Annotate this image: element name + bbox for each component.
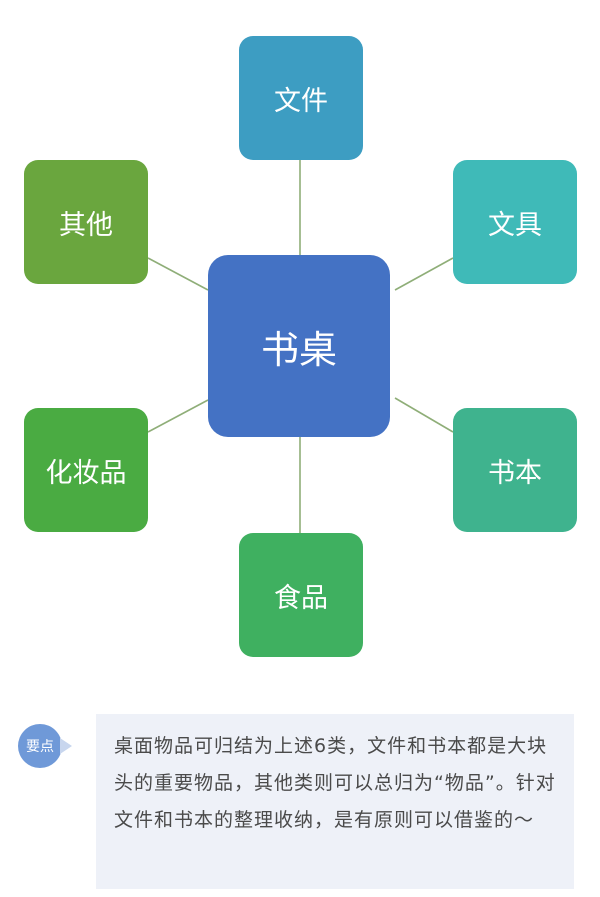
key-point-note: 桌面物品可归结为上述6类，文件和书本都是大块头的重要物品，其他类则可以总归为“物…	[96, 714, 574, 889]
node-books: 书本	[453, 408, 577, 532]
key-point-text: 桌面物品可归结为上述6类，文件和书本都是大块头的重要物品，其他类则可以总归为“物…	[114, 735, 556, 831]
node-books-label: 书本	[488, 457, 542, 489]
node-cosmetics: 化妆品	[24, 408, 148, 532]
connector-cosmetics	[147, 399, 209, 433]
node-food-label: 食品	[274, 582, 328, 614]
node-other: 其他	[24, 160, 148, 284]
node-center-label: 书桌	[260, 327, 337, 372]
node-stationery-label: 文具	[488, 209, 542, 241]
mind-map-diagram: 文件 文具 书本 食品 化妆品 其他 书桌	[24, 36, 577, 657]
connector-stationery	[394, 257, 454, 291]
connector-other	[147, 257, 209, 291]
key-point-section: 要点 桌面物品可归结为上述6类，文件和书本都是大块头的重要物品，其他类则可以总归…	[0, 700, 600, 897]
node-food: 食品	[239, 533, 363, 657]
badge-pointer	[60, 738, 72, 754]
node-file-label: 文件	[274, 85, 328, 117]
node-stationery: 文具	[453, 160, 577, 284]
key-point-badge-label: 要点	[26, 739, 54, 755]
node-file: 文件	[239, 36, 363, 160]
connector-lines	[147, 160, 454, 533]
connector-books	[394, 397, 454, 433]
key-point-badge: 要点	[18, 724, 62, 768]
node-other-label: 其他	[59, 209, 113, 241]
node-center-desk: 书桌	[208, 255, 390, 437]
node-cosmetics-label: 化妆品	[45, 457, 127, 489]
